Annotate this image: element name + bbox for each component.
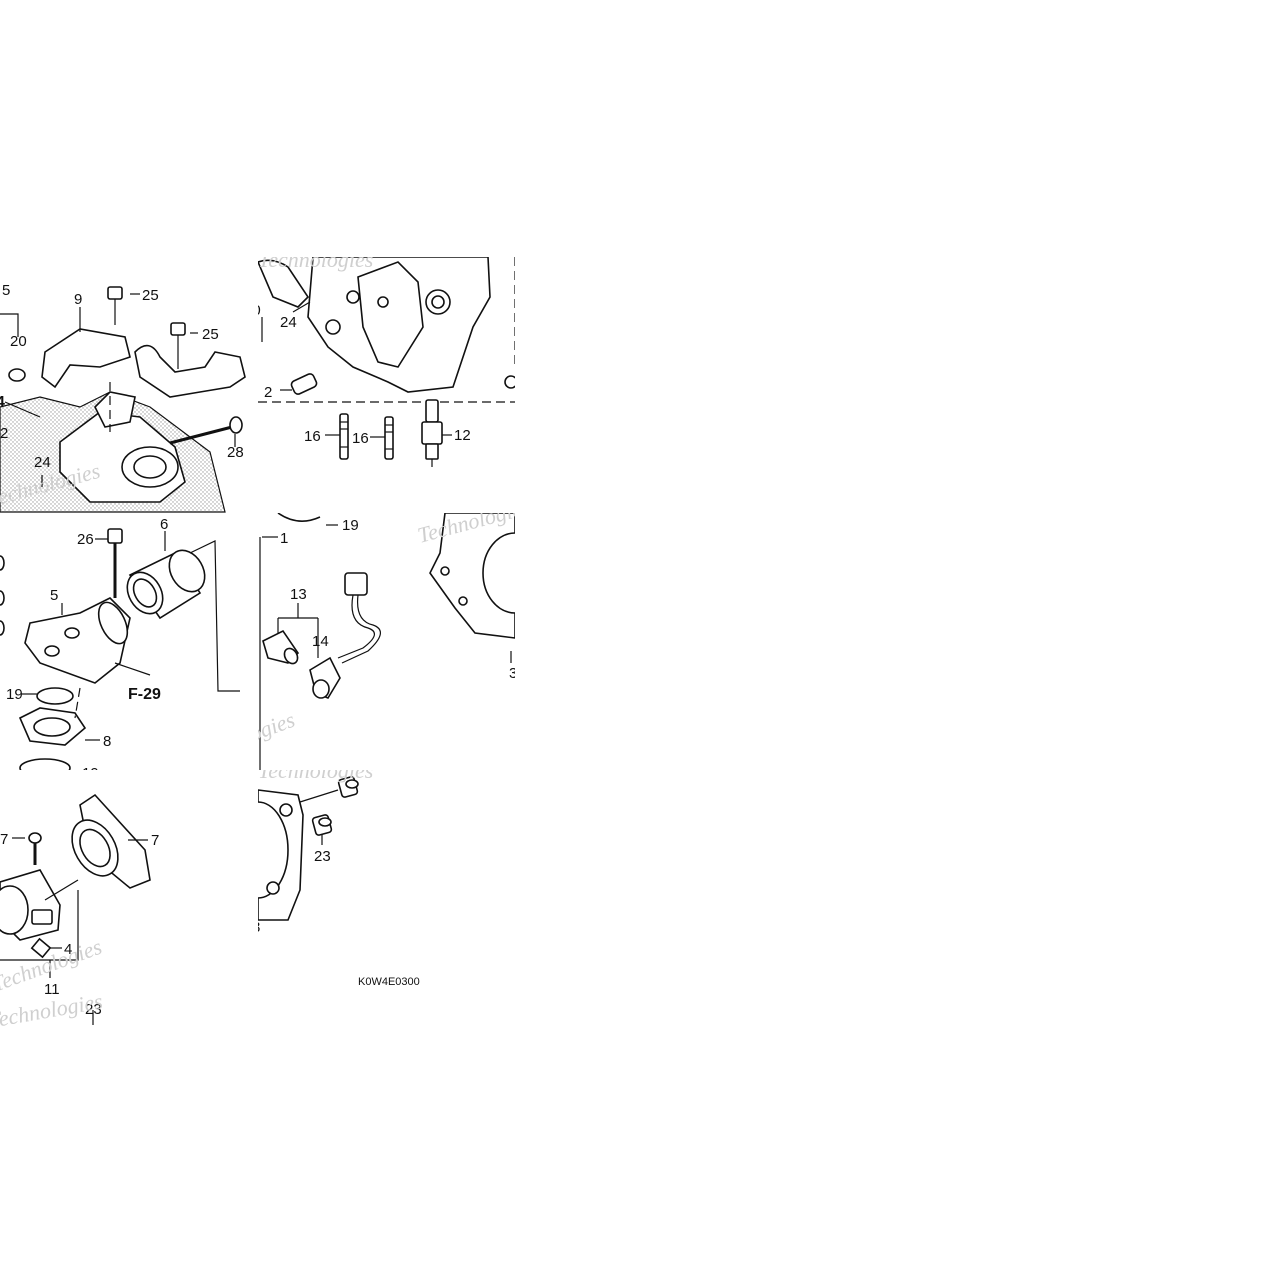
callout-25: 25 [202,326,219,343]
callout-8: 8 [103,733,111,750]
tile-cylinder-head: 10 24 2 16 16 12 Technologies [258,257,515,513]
callout-7: 7 [0,831,8,848]
stud-16-a [339,413,349,460]
gasket-hole [440,566,450,576]
intake-joint-7 [71,793,151,889]
callout-25: 25 [142,287,159,304]
callout-19: 19 [6,686,23,703]
tile-gasket: 3 Technologies [415,513,515,688]
callout-4: 4 [64,941,72,958]
breather-cover [41,328,131,389]
head-bolt-hole [377,296,389,308]
temperature-sensor-13 [262,629,300,665]
gasket-8 [18,707,87,746]
callout-5: 5 [50,587,58,604]
dowel-pin-23-a [337,776,359,798]
intake-joint-5 [24,597,131,684]
watermark: Technologies [258,770,373,783]
o-ring-20 [8,368,26,382]
callout-23: 23 [314,848,331,865]
callout-16: 16 [352,430,369,447]
head-bolt-hole [346,290,360,304]
callout-5: 5 [2,282,10,299]
callout-26: 26 [77,531,94,548]
callout-2: 2 [0,425,8,442]
bolt-26 [107,528,123,598]
spark-plug-hole-inner [431,295,445,309]
head-cam-housing [357,261,424,368]
gasket-hole [266,881,280,895]
o-ring-19 [277,513,321,522]
tile-cylinder: 23 3 Technologies [258,770,408,940]
tile-insulator: 26 6 5 F-29 19 8 19 [0,513,258,770]
callout-3: 3 [509,665,515,682]
watermark: Technologies [258,707,298,770]
callout-6: 6 [160,516,168,533]
exhaust-port [258,259,310,308]
boss [94,391,136,428]
callout-11: 11 [44,981,60,998]
stud-16-b [384,416,394,460]
diagram-code: K0W4E0300 [358,976,420,988]
pipe-bracket [134,344,246,398]
bolt-25-b [170,322,186,369]
o-ring-19-b [19,758,71,770]
clamp-11 [0,869,61,941]
insulator-6 [126,549,206,620]
tile-clamp: 7 7 4 11 23 Technologies Technologies [0,770,258,1032]
head-bolt-hole [325,319,341,335]
callout-16: 16 [304,428,321,445]
bore-inner [133,455,167,479]
sensor-harness-14 [309,572,381,700]
watermark: Technologies [258,257,373,272]
callout-24: 24 [34,454,51,471]
tile-intake-manifold: 5 20 9 25 25 2 24 28 4 Technologies [0,257,258,513]
gasket-hole [279,803,293,817]
o-ring-19 [36,687,74,705]
dowel-pin-23-b [311,814,333,836]
partial-ring [0,555,5,571]
callout-10: 10 [258,302,261,319]
callout-19: 19 [82,765,99,770]
callout-24: 24 [280,314,297,331]
dowel-pin-2 [290,373,318,395]
callout-20: 20 [10,333,27,350]
section-ref-f29: F-29 [128,686,161,703]
callout-19: 19 [342,517,359,534]
callout-13: 13 [290,586,307,603]
callout-7: 7 [151,832,159,849]
callout-9: 9 [74,291,82,308]
callout-12: 12 [454,427,471,444]
callout-4: 4 [0,394,5,411]
callout-2: 2 [264,384,272,401]
callout-14: 14 [312,633,329,650]
gasket-bore [482,532,515,614]
callout-1: 1 [280,530,288,547]
callout-23: 23 [85,1001,102,1018]
bolt-25-a [107,286,123,325]
partial-ring [0,590,5,606]
bolt-28 [169,416,243,445]
nut-4 [30,937,52,959]
screw-7 [28,832,42,865]
plug-cap [504,375,515,389]
callout-3: 3 [258,919,260,936]
callout-28: 28 [227,444,244,461]
cylinder-bore [258,801,289,899]
spark-plug-12 [421,399,443,467]
gasket-hole [458,596,468,606]
partial-ring [0,620,5,636]
